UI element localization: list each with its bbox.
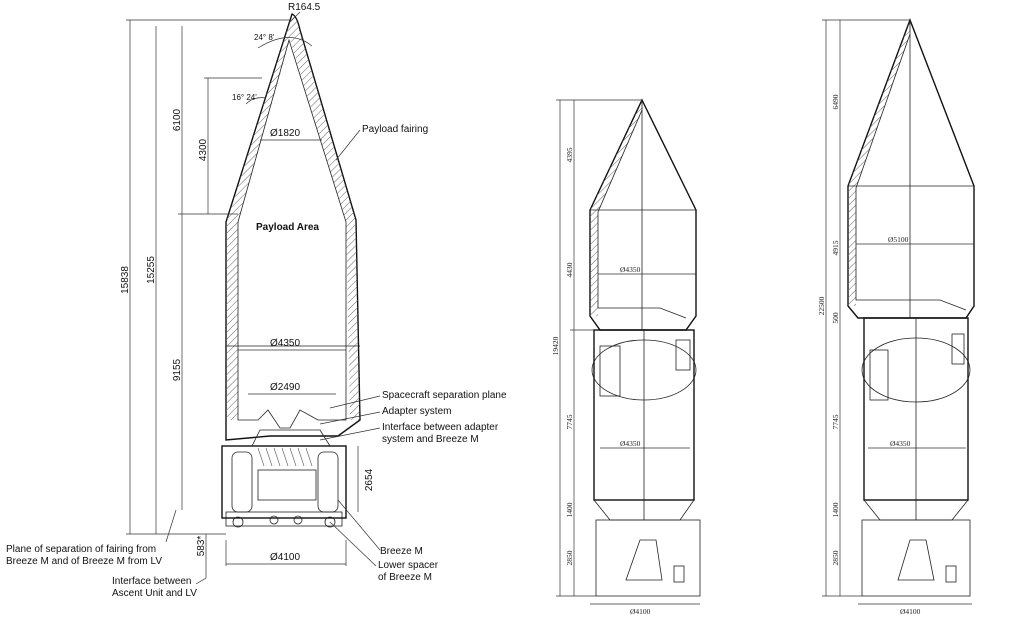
- middle-dia-4350-top: Ø4350: [620, 265, 641, 274]
- left-dim-6100: 6100: [172, 108, 183, 131]
- left-dim-2654: 2654: [364, 468, 375, 491]
- callout-adapter: Adapter system: [382, 406, 451, 417]
- leader-plane-sep: [165, 509, 177, 543]
- left-wheel-4: [293, 515, 303, 525]
- middle-dim-4395: 4395: [565, 147, 574, 162]
- left-angle-arc-mid: [245, 97, 267, 105]
- left-payload-envelope: [237, 38, 347, 429]
- middle-payload-envelope: [597, 109, 687, 319]
- left-angle-mid-label: 16° 24': [232, 93, 257, 102]
- right-interstage: [861, 519, 971, 597]
- left-fairing-hatch: [226, 14, 360, 420]
- leader-breeze-m: [337, 499, 381, 551]
- left-wheel-2: [324, 516, 336, 528]
- left-dim-4300: 4300: [198, 138, 209, 161]
- right-engine: [897, 539, 935, 581]
- right-equip: [951, 333, 965, 365]
- left-dia-2490-label: Ø2490: [270, 382, 300, 393]
- left-dim-15255: 15255: [146, 256, 157, 284]
- middle-dim-7745: 7745: [565, 414, 574, 429]
- right-dim-1400: 1400: [831, 502, 840, 517]
- left-angle-top-label: 24° 8': [254, 33, 275, 42]
- middle-dim-4430: 4430: [565, 262, 574, 277]
- left-engine-box: [257, 469, 317, 501]
- left-adapter-cone: [251, 429, 331, 447]
- right-dia-4350: Ø4350: [890, 439, 911, 448]
- left-tank-left: [231, 451, 253, 513]
- right-dim-2850: 2850: [831, 550, 840, 565]
- middle-equip: [675, 339, 691, 371]
- left-wheel-3: [269, 515, 279, 525]
- right-dim-7745: 7745: [831, 414, 840, 429]
- callout-plane-sep-1: Plane of separation of fairing from: [6, 544, 156, 555]
- left-wheel-1: [232, 516, 244, 528]
- right-drawing: 6490 4915 22500 500 7745 1400 2850 Ø5100…: [817, 18, 975, 616]
- right-fairing-hatch: [848, 20, 910, 306]
- leader-payload-fairing: [335, 129, 361, 161]
- middle-dia-4350-bot: Ø4350: [620, 439, 641, 448]
- callout-ascent-1: Interface between: [112, 576, 192, 587]
- left-radius-label: R164.5: [288, 2, 321, 13]
- middle-dia-4100: Ø4100: [630, 607, 651, 616]
- leader-ascent: [195, 556, 207, 585]
- callout-lower-spacer-1: Lower spacer: [378, 560, 439, 571]
- callout-interface-1: Interface between adapter: [382, 422, 499, 433]
- middle-drawing: 4395 4430 19420 7745 1400 2850 Ø4350 Ø43…: [551, 98, 701, 616]
- right-dim-4915: 4915: [831, 240, 840, 255]
- left-dia-4350-label: Ø4350: [270, 338, 300, 349]
- left-lower-spacer: [225, 511, 343, 527]
- leader-adapter: [319, 411, 381, 425]
- middle-fairing-outer: [589, 98, 697, 331]
- right-fairing-outer: [847, 18, 975, 319]
- left-dim-9155: 9155: [172, 358, 183, 381]
- left-payload-area-label: Payload Area: [256, 222, 319, 233]
- left-breeze-m-body: [221, 445, 347, 519]
- left-dim-15838: 15838: [120, 266, 131, 294]
- middle-dim-1400: 1400: [565, 502, 574, 517]
- middle-interstage: [595, 519, 701, 597]
- callout-interface-2: system and Breeze M: [382, 434, 479, 445]
- left-angle-arc-top: [257, 37, 313, 49]
- left-dia-4100-label: Ø4100: [270, 552, 300, 563]
- leader-sep-plane: [329, 395, 381, 409]
- callout-payload-fairing: Payload fairing: [362, 124, 428, 135]
- callout-breeze-m: Breeze M: [380, 546, 423, 557]
- left-dia-1820-label: Ø1820: [270, 128, 300, 139]
- left-tank-right: [317, 451, 339, 513]
- right-dim-500: 500: [831, 312, 840, 324]
- left-drawing: R164.5 24° 8' 16° 24' Ø1820 Payload Area…: [6, 2, 507, 599]
- right-dia-5100: Ø5100: [888, 235, 909, 244]
- right-tank-left: [869, 349, 889, 401]
- callout-sep-plane: Spacecraft separation plane: [382, 390, 507, 401]
- middle-box: [673, 565, 685, 583]
- right-payload-envelope: [855, 33, 967, 311]
- middle-tank-left: [599, 345, 621, 397]
- middle-engine: [625, 539, 663, 581]
- leader-interface: [319, 427, 381, 441]
- right-box: [945, 565, 957, 583]
- callout-plane-sep-2: Breeze M and of Breeze M from LV: [6, 556, 162, 567]
- callout-lower-spacer-2: of Breeze M: [378, 572, 432, 583]
- right-dim-22500: 22500: [817, 296, 826, 315]
- middle-dim-19420: 19420: [551, 336, 560, 355]
- callout-ascent-2: Ascent Unit and LV: [112, 588, 197, 599]
- left-adapter-ribs: [257, 447, 313, 467]
- right-dia-4100: Ø4100: [900, 607, 921, 616]
- left-dim-583: 583*: [196, 536, 207, 557]
- left-radius-leader: [289, 11, 301, 23]
- right-dim-6490: 6490: [831, 94, 840, 109]
- middle-dim-2850: 2850: [565, 550, 574, 565]
- leader-lower-spacer: [329, 521, 377, 567]
